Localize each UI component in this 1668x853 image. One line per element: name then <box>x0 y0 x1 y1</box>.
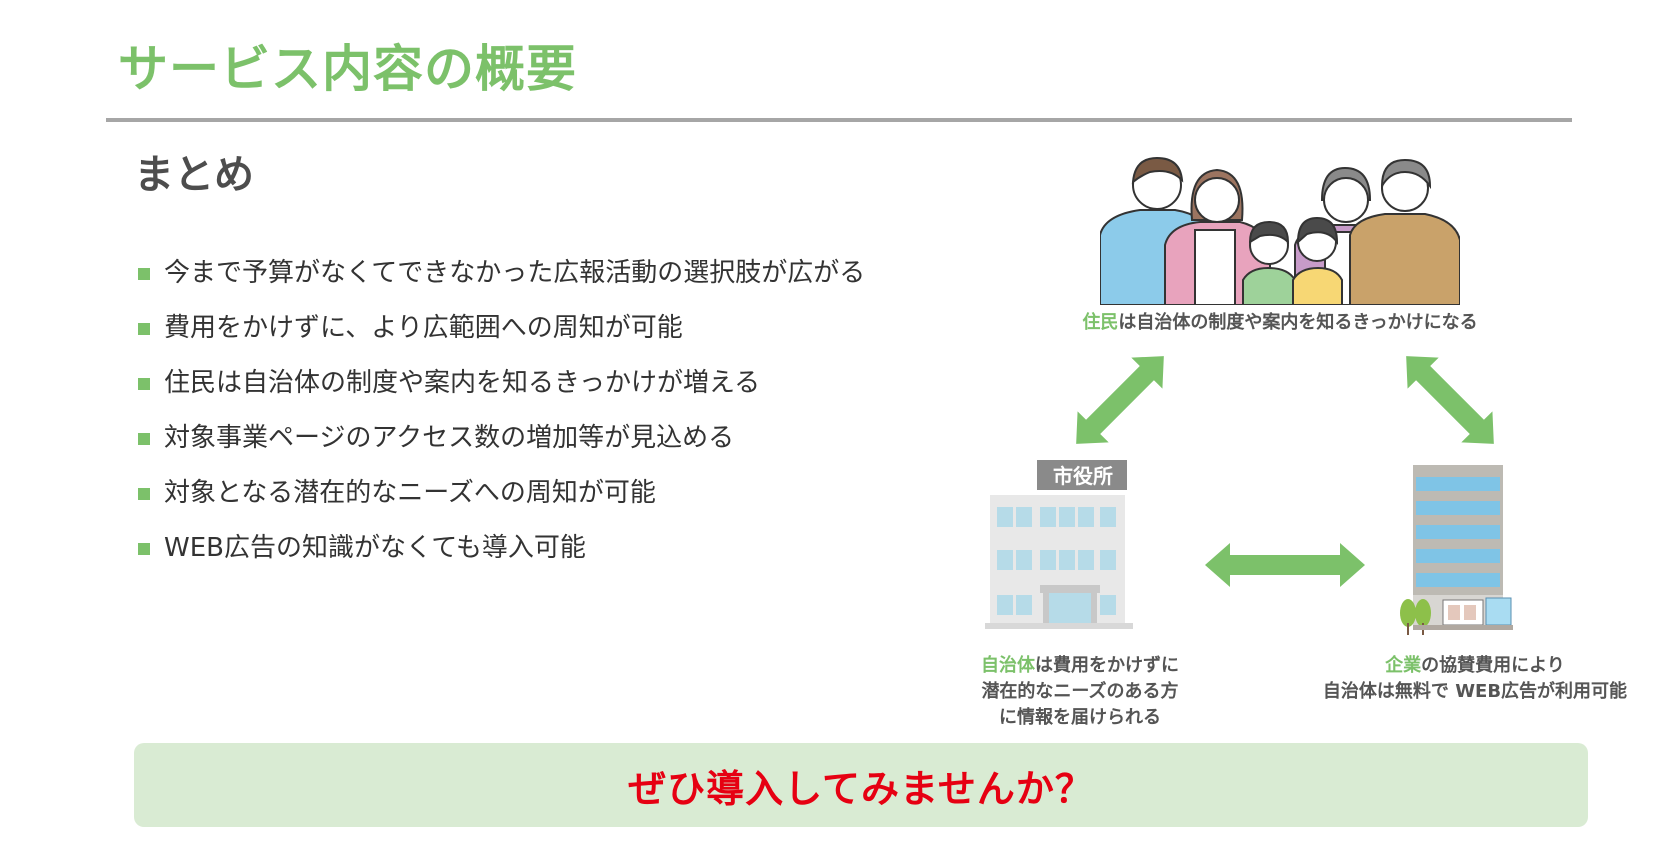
bullet-square-icon <box>138 377 150 390</box>
caption-text: に情報を届けられる <box>999 707 1161 728</box>
page-title: サービス内容の概要 <box>118 40 577 98</box>
caption-highlight: 自治体 <box>981 655 1035 676</box>
company-caption: 企業の協賛費用により 自治体は無料で WEB広告が利用可能 <box>1290 653 1660 705</box>
summary-item: WEB広告の知識がなくても導入可能 <box>138 518 865 573</box>
caption-text: 自治体は無料で WEB広告が利用可能 <box>1322 681 1628 702</box>
double-arrow-cityhall-company-icon <box>1205 543 1365 587</box>
title-divider <box>106 118 1572 122</box>
summary-item: 対象となる潜在的なニーズへの周知が可能 <box>138 463 865 518</box>
double-arrow-residents-company-icon <box>1406 356 1494 444</box>
summary-item: 住民は自治体の制度や案内を知るきっかけが増える <box>138 353 865 408</box>
summary-item-text: WEB広告の知識がなくても導入可能 <box>164 533 586 563</box>
bullet-square-icon <box>138 322 150 335</box>
caption-text: は自治体の制度や案内を知るきっかけになる <box>1118 312 1478 333</box>
summary-item-text: 対象となる潜在的なニーズへの周知が可能 <box>164 478 656 508</box>
family-illustration-icon <box>1100 156 1460 305</box>
bullet-square-icon <box>138 432 150 445</box>
office-building-icon <box>1400 465 1513 635</box>
summary-heading: まとめ <box>134 152 254 198</box>
summary-item-text: 今まで予算がなくてできなかった広報活動の選択肢が広がる <box>164 258 866 288</box>
bullet-square-icon <box>138 542 150 555</box>
summary-item: 今まで予算がなくてできなかった広報活動の選択肢が広がる <box>138 243 865 298</box>
cta-banner: ぜひ導入してみませんか？ <box>134 743 1588 827</box>
summary-item-text: 費用をかけずに、より広範囲への周知が可能 <box>164 313 683 343</box>
city-hall-building-icon <box>985 460 1133 629</box>
summary-item: 対象事業ページのアクセス数の増加等が見込める <box>138 408 865 463</box>
caption-highlight: 住民 <box>1082 312 1119 333</box>
caption-text: は費用をかけずに <box>1035 655 1179 676</box>
caption-text: の協賛費用により <box>1421 655 1565 676</box>
cta-text: ぜひ導入してみませんか？ <box>628 766 1094 811</box>
summary-item: 費用をかけずに、より広範囲への周知が可能 <box>138 298 865 353</box>
city-hall-caption: 自治体は費用をかけずに 潜在的なニーズのある方 に情報を届けられる <box>960 653 1200 731</box>
summary-item-text: 対象事業ページのアクセス数の増加等が見込める <box>164 423 735 453</box>
city-hall-sign: 市役所 <box>1053 464 1113 488</box>
residents-caption: 住民は自治体の制度や案内を知るきっかけになる <box>1065 310 1495 336</box>
summary-item-text: 住民は自治体の制度や案内を知るきっかけが増える <box>164 368 761 398</box>
bullet-square-icon <box>138 487 150 500</box>
bullet-square-icon <box>138 267 150 280</box>
summary-list: 今まで予算がなくてできなかった広報活動の選択肢が広がる 費用をかけずに、より広範… <box>138 243 865 573</box>
caption-highlight: 企業 <box>1385 655 1422 676</box>
caption-text: 潜在的なニーズのある方 <box>981 681 1179 702</box>
double-arrow-residents-cityhall-icon <box>1076 356 1164 444</box>
